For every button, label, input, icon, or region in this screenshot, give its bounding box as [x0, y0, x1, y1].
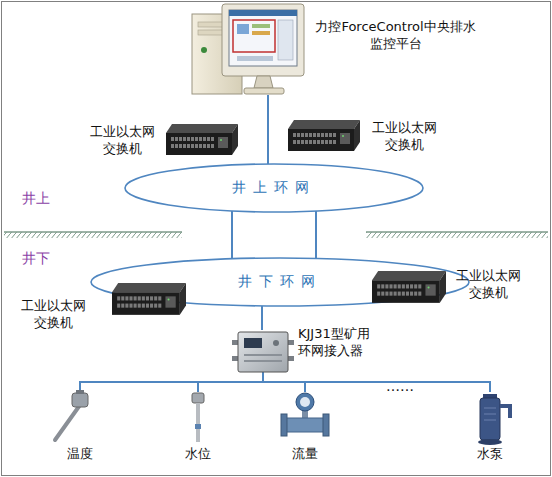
water-level-sensor-icon: [192, 393, 204, 442]
network-link: [315, 211, 317, 258]
sensor-node: 水位: [168, 392, 228, 462]
node-label: 水位: [168, 446, 228, 463]
ring-ellipse: [91, 258, 469, 306]
computer-icon: [192, 4, 304, 94]
switch-icon: [112, 120, 446, 315]
ring-ellipse: [125, 164, 423, 212]
ellipsis-mark: ……: [386, 378, 414, 395]
sensor-node: 流量: [275, 392, 335, 462]
network-link: [263, 372, 305, 392]
ground-line: [4, 232, 548, 238]
ethernet-switch: 工业以太网 交换机: [18, 280, 188, 334]
pump-icon: [478, 394, 510, 445]
zone-label: 井下: [22, 250, 50, 267]
node-label: KJJ31型矿用 环网接入器: [298, 326, 398, 360]
network-link: [263, 372, 490, 392]
sensor-node: 温度: [50, 392, 110, 462]
ring-title: 井下环网: [90, 257, 470, 307]
network-link: [231, 211, 233, 259]
node-label: 工业以太网 交换机: [18, 298, 88, 332]
monitor-platform: 力控ForceControl中央排水 监控平台: [188, 5, 304, 95]
ring-access-device: KJJ31型矿用 环网接入器: [236, 330, 396, 372]
ring-network: 井上环网: [124, 163, 424, 213]
ring-title: 井上环网: [124, 163, 424, 213]
sensor-node: 水泵: [460, 392, 520, 462]
ring-network: 井下环网: [90, 257, 470, 307]
network-link: [198, 372, 263, 392]
node-label: 温度: [50, 446, 110, 463]
ethernet-switch: 工业以太网 交换机: [288, 116, 440, 162]
temperature-sensor-icon: [55, 390, 88, 440]
node-label: 力控ForceControl中央排水 监控平台: [308, 19, 483, 53]
node-label: 水泵: [460, 446, 520, 463]
access-device-icon: [232, 332, 294, 372]
network-link: [267, 95, 269, 164]
zone-label: 井上: [22, 190, 50, 207]
ethernet-switch: 工业以太网 交换机: [88, 120, 238, 164]
ethernet-switch: 工业以太网 交换机: [372, 266, 524, 310]
node-label: 工业以太网 交换机: [88, 124, 156, 158]
node-label: 工业以太网 交换机: [370, 120, 438, 154]
network-link: [80, 372, 263, 392]
node-label: 工业以太网 交换机: [454, 268, 522, 302]
flowmeter-icon: [281, 393, 329, 436]
network-link: [261, 306, 263, 330]
node-label: 流量: [275, 446, 335, 463]
